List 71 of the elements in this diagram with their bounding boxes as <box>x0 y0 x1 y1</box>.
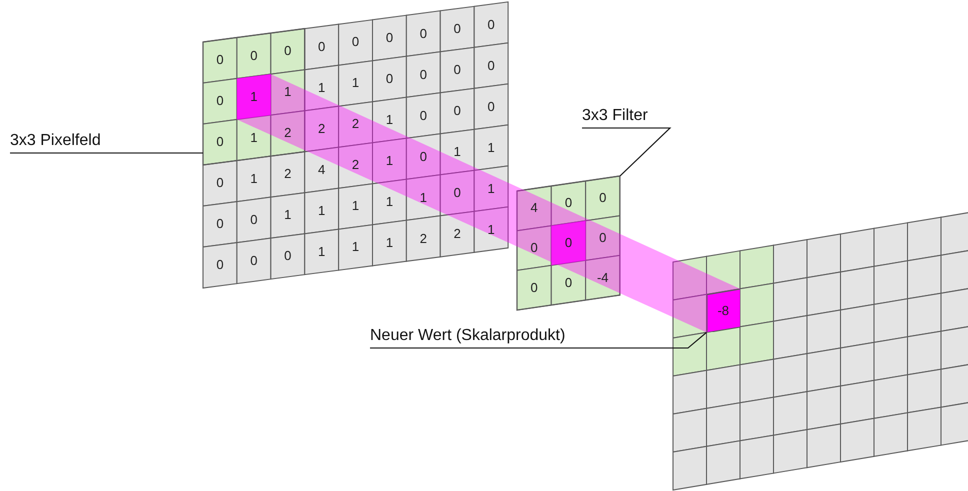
cell-value: 0 <box>452 184 462 202</box>
cell-value: 1 <box>418 188 428 207</box>
cell-value: 2 <box>317 120 326 138</box>
cell-value: 0 <box>350 33 360 52</box>
cell-value: 4 <box>530 199 539 218</box>
cell-value: 0 <box>486 56 496 75</box>
cell-value: 1 <box>350 197 360 216</box>
cell-value: 0 <box>283 42 292 60</box>
leader-line <box>370 332 707 349</box>
cell-value: 1 <box>452 143 462 162</box>
cell-value: 0 <box>486 98 496 116</box>
result-cell: -8 <box>706 288 740 332</box>
cell-value: 0 <box>486 16 496 34</box>
cell-value: 1 <box>350 238 360 256</box>
cell-value: 0 <box>384 70 394 88</box>
cell-value: 0 <box>249 46 258 65</box>
cell-value: 0 <box>215 133 225 152</box>
leader-line <box>10 152 203 154</box>
cell-value: 1 <box>317 242 326 261</box>
cell-value: 1 <box>249 128 258 147</box>
cell-value: 1 <box>384 234 394 252</box>
pixel-region-outline <box>202 28 306 166</box>
cell-value: 0 <box>283 247 292 266</box>
cell-value: 1 <box>283 206 292 224</box>
cell-value: -4 <box>596 268 610 287</box>
cell-value: 0 <box>317 38 326 56</box>
callout-label: 3x3 Pixelfeld <box>10 129 101 153</box>
cell-value: 1 <box>317 202 326 220</box>
cell-value: 0 <box>215 51 225 70</box>
cell-value: 2 <box>350 115 360 134</box>
cell-value: 0 <box>418 66 428 84</box>
cell-value: 2 <box>283 124 292 142</box>
cell-value: 0 <box>564 274 574 292</box>
cell-value: 2 <box>350 156 360 174</box>
cell-value: 0 <box>598 229 608 248</box>
cell-value: 0 <box>452 20 462 38</box>
cell-value: 0 <box>564 234 574 252</box>
cell-value: 0 <box>215 92 225 110</box>
cell-value: 1 <box>249 88 258 106</box>
cell-value: 0 <box>418 148 428 166</box>
cell-value: 0 <box>418 106 428 125</box>
cell-value: 1 <box>283 83 292 102</box>
cell-value: 1 <box>317 78 326 97</box>
cell-value: 2 <box>452 225 462 244</box>
cell-value: 0 <box>452 61 462 80</box>
cell-value: 0 <box>530 278 539 297</box>
cell-value: 0 <box>249 252 258 270</box>
callout-label: Neuer Wert (Skalarprodukt) <box>370 324 566 348</box>
cell-value: 1 <box>486 220 496 239</box>
cell-value: 0 <box>215 174 225 192</box>
cell-value: 1 <box>384 152 394 170</box>
cell-value: 2 <box>283 165 292 184</box>
cell-value: 1 <box>384 111 394 130</box>
cell-value: 0 <box>215 215 225 234</box>
cell-value: 0 <box>384 29 394 48</box>
cell-value: 1 <box>384 193 394 212</box>
cell-value: 0 <box>564 194 574 212</box>
cell-value: 4 <box>317 160 326 179</box>
cell-value: 0 <box>418 24 428 43</box>
cell-value: 1 <box>350 74 360 92</box>
cell-value: 1 <box>486 138 496 157</box>
cell-value: 1 <box>486 180 496 198</box>
cell-value: 0 <box>249 210 258 229</box>
cell-value: 0 <box>530 239 539 258</box>
cell-value: 1 <box>249 170 258 188</box>
cell-value: 2 <box>418 230 428 248</box>
callout-label: 3x3 Filter <box>582 104 648 128</box>
cell-value: 0 <box>452 102 462 120</box>
leader-line <box>582 127 672 176</box>
cell-value: 0 <box>598 189 608 208</box>
cell-value: 0 <box>215 256 225 274</box>
